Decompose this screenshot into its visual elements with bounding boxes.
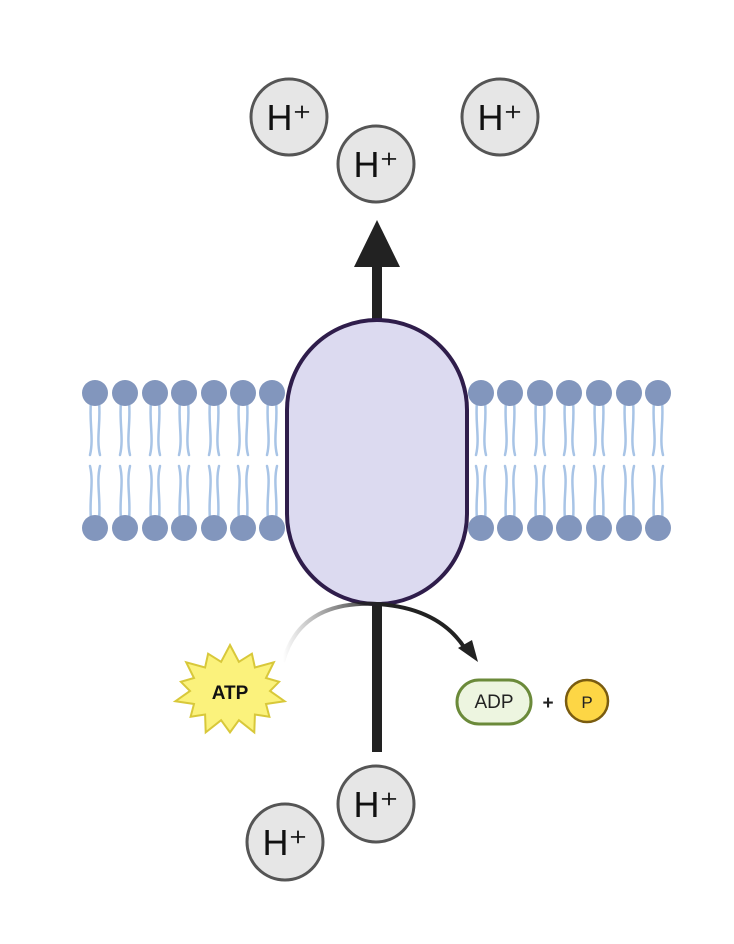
lipid-head bbox=[556, 380, 582, 406]
lipid-head bbox=[527, 380, 553, 406]
phosphate-label: P bbox=[581, 693, 592, 712]
lipid-tail bbox=[503, 464, 517, 522]
lipid-tail bbox=[622, 399, 636, 457]
lipid-head bbox=[586, 380, 612, 406]
hydrogen-ion-top-middle: H⁺ bbox=[336, 124, 416, 204]
ion-label: H⁺ bbox=[263, 822, 308, 863]
lipid-head bbox=[645, 515, 671, 541]
lipid-head bbox=[112, 515, 138, 541]
lipid-tail bbox=[207, 464, 221, 522]
ion-label: H⁺ bbox=[354, 144, 399, 185]
lipid-tail bbox=[148, 399, 162, 457]
lipid-tail bbox=[592, 464, 606, 522]
lipid-head bbox=[616, 380, 642, 406]
lipid-tail bbox=[651, 399, 665, 457]
lipid-head bbox=[82, 380, 108, 406]
lipid-head bbox=[468, 515, 494, 541]
pump-protein bbox=[285, 318, 469, 606]
adp-label: ADP bbox=[474, 692, 513, 713]
lipid-tail bbox=[177, 464, 191, 522]
atp-label: ATP bbox=[212, 683, 249, 704]
ion-circle bbox=[336, 124, 416, 204]
adp-pill bbox=[455, 678, 533, 726]
lipid-bilayer bbox=[82, 380, 671, 541]
hydrolysis-arrowhead bbox=[458, 640, 478, 662]
atp-starburst bbox=[172, 642, 288, 735]
arrow-head bbox=[354, 220, 400, 267]
phosphate-molecule: P bbox=[564, 678, 610, 724]
lipid-tail bbox=[88, 464, 102, 522]
hydrogen-ion-bottom-right: H⁺ bbox=[336, 764, 416, 844]
lipid-tail bbox=[236, 464, 250, 522]
lipid-tail bbox=[651, 464, 665, 522]
ion-label: H⁺ bbox=[354, 784, 399, 825]
lipid-head bbox=[259, 515, 285, 541]
lipid-head bbox=[616, 515, 642, 541]
lipid-head bbox=[586, 515, 612, 541]
lipid-tail bbox=[562, 399, 576, 457]
lipid-tail bbox=[474, 399, 488, 457]
lipid-tail bbox=[265, 399, 279, 457]
atp-molecule: ATP bbox=[172, 642, 288, 735]
lipid-head bbox=[259, 380, 285, 406]
lipid-head bbox=[645, 380, 671, 406]
lipid-tail bbox=[622, 464, 636, 522]
lipid-head bbox=[468, 380, 494, 406]
lipid-head bbox=[230, 515, 256, 541]
plus-sign: + bbox=[542, 693, 553, 714]
lipid-head bbox=[201, 380, 227, 406]
hydrogen-ion-top-right: H⁺ bbox=[460, 77, 540, 157]
lipid-head bbox=[112, 380, 138, 406]
lipid-head bbox=[527, 515, 553, 541]
lipid-tail bbox=[207, 399, 221, 457]
lipid-tail bbox=[533, 464, 547, 522]
lipid-tail bbox=[503, 399, 517, 457]
lipid-head bbox=[556, 515, 582, 541]
lipid-tail bbox=[88, 399, 102, 457]
lipid-tail bbox=[236, 399, 250, 457]
ion-circle bbox=[460, 77, 540, 157]
lipid-tail bbox=[562, 464, 576, 522]
lipid-head bbox=[497, 515, 523, 541]
lipid-head bbox=[171, 515, 197, 541]
lipid-tail bbox=[265, 464, 279, 522]
adp-molecule: ADP bbox=[455, 678, 533, 726]
lipid-tail bbox=[533, 399, 547, 457]
lipid-tail bbox=[474, 464, 488, 522]
lipid-head bbox=[171, 380, 197, 406]
hydrogen-ion-top-left: H⁺ bbox=[249, 77, 329, 157]
phosphate-circle bbox=[564, 678, 610, 724]
lipid-tail bbox=[592, 399, 606, 457]
lipid-head bbox=[142, 515, 168, 541]
ion-label: H⁺ bbox=[478, 97, 523, 138]
lipid-tail bbox=[177, 399, 191, 457]
ion-circle bbox=[336, 764, 416, 844]
atp-hydrolysis-arrow bbox=[281, 601, 478, 663]
lipid-head bbox=[230, 380, 256, 406]
ion-label: H⁺ bbox=[267, 97, 312, 138]
lipid-tail bbox=[148, 464, 162, 522]
lipid-head bbox=[201, 515, 227, 541]
lipid-head bbox=[497, 380, 523, 406]
lipid-head bbox=[142, 380, 168, 406]
ion-circle bbox=[245, 802, 325, 882]
hydrolysis-arc bbox=[281, 601, 468, 663]
hydrogen-ion-bottom-left: H⁺ bbox=[245, 802, 325, 882]
lipid-tail bbox=[118, 399, 132, 457]
lipid-head bbox=[82, 515, 108, 541]
lipid-tail bbox=[118, 464, 132, 522]
ion-circle bbox=[249, 77, 329, 157]
